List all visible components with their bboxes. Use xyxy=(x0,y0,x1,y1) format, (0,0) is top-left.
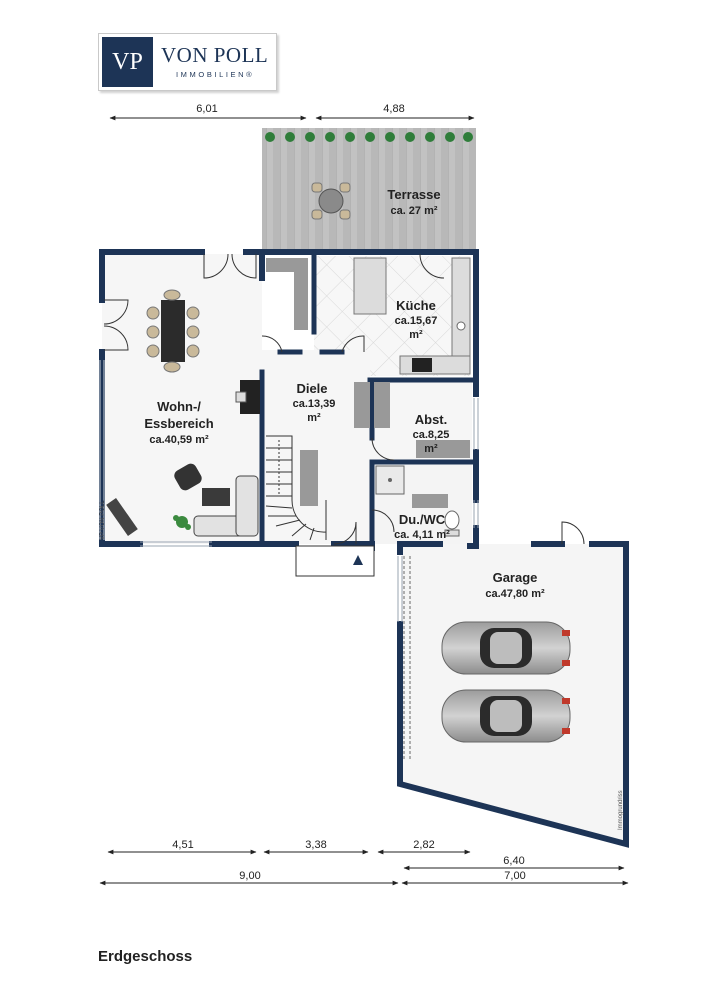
company-logo: VP VON POLL IMMOBILIEN® xyxy=(98,33,277,91)
logo-initials: VP xyxy=(102,37,153,87)
room-label-diele: Diele ca.13,39 m² xyxy=(293,381,336,424)
dim-bottom-6: 7,00 xyxy=(504,870,525,882)
room-name-line2: Essbereich xyxy=(144,416,213,431)
room-area-unit: m² xyxy=(424,443,438,455)
dim-bottom-3: 2,82 xyxy=(413,839,434,851)
room-label-terrasse: Terrasse ca. 27 m² xyxy=(387,187,440,217)
room-name: Küche xyxy=(396,298,436,313)
room-label-garage: Garage ca.47,80 m² xyxy=(485,570,545,600)
shelving-icons xyxy=(266,258,470,508)
hall-floor xyxy=(262,350,370,544)
left-side-mark: VP VON POLL xyxy=(100,500,106,540)
room-area-unit: m² xyxy=(409,329,423,341)
logo-subline: IMMOBILIEN® xyxy=(176,70,255,79)
sofa-icon xyxy=(174,463,259,537)
plant-icon xyxy=(173,515,191,530)
toilet-icon xyxy=(444,510,460,537)
room-name-line1: Wohn-/ xyxy=(157,399,201,414)
room-area: ca.47,80 m² xyxy=(485,588,545,600)
room-area: ca.40,59 m² xyxy=(149,434,209,446)
room-area: ca. 27 m² xyxy=(390,205,437,217)
floor-title: Erdgeschoss xyxy=(98,948,193,965)
doors xyxy=(103,253,585,545)
room-label-wc: Du./WC ca. 4,11 m² xyxy=(394,512,450,541)
fireplace-icon xyxy=(235,380,260,414)
dim-bottom-5: 9,00 xyxy=(239,870,260,882)
windows xyxy=(99,360,479,622)
room-label-kueche: Küche ca.15,67 m² xyxy=(395,298,438,341)
room-name: Abst. xyxy=(415,412,448,427)
kitchen-island-icon xyxy=(353,257,471,375)
dimension-labels: 6,01 4,88 4,51 3,38 2,82 6,40 9,00 7,00 xyxy=(172,103,525,882)
dimension-lines xyxy=(99,115,629,886)
sideboard-icon xyxy=(106,497,138,537)
dim-bottom-1: 4,51 xyxy=(172,839,193,851)
terrace-area xyxy=(262,128,476,250)
room-name: Garage xyxy=(493,570,538,585)
dim-bottom-2: 3,38 xyxy=(305,839,326,851)
dim-bottom-4: 6,40 xyxy=(503,855,524,867)
dim-top-2: 4,88 xyxy=(383,103,404,115)
garage-door-track xyxy=(403,556,411,760)
entrance-step xyxy=(295,545,375,577)
room-area-unit: m² xyxy=(307,412,321,424)
right-side-mark: Immogrundriss xyxy=(618,790,624,830)
shower-icon xyxy=(375,465,405,495)
room-name: Du./WC xyxy=(399,512,446,527)
room-area: ca.13,39 xyxy=(293,398,336,410)
terrace-table-icon xyxy=(311,182,351,220)
dining-table-icon xyxy=(146,289,200,373)
room-area: ca. 4,11 m² xyxy=(394,529,450,541)
room-area: ca.8,25 xyxy=(413,429,450,441)
room-area: ca.15,67 xyxy=(395,315,438,327)
room-name: Terrasse xyxy=(387,187,440,202)
dim-top-1: 6,01 xyxy=(196,103,217,115)
room-name: Diele xyxy=(296,381,327,396)
logo-name: VON POLL xyxy=(161,43,269,67)
staircase-icon xyxy=(265,435,327,541)
walls xyxy=(99,249,629,848)
room-label-abst: Abst. ca.8,25 m² xyxy=(413,412,450,455)
room-label-wohn: Wohn-/ Essbereich ca.40,59 m² xyxy=(144,399,213,446)
plant-row xyxy=(265,132,473,142)
car-icon xyxy=(441,621,571,675)
car-icon xyxy=(441,689,571,743)
